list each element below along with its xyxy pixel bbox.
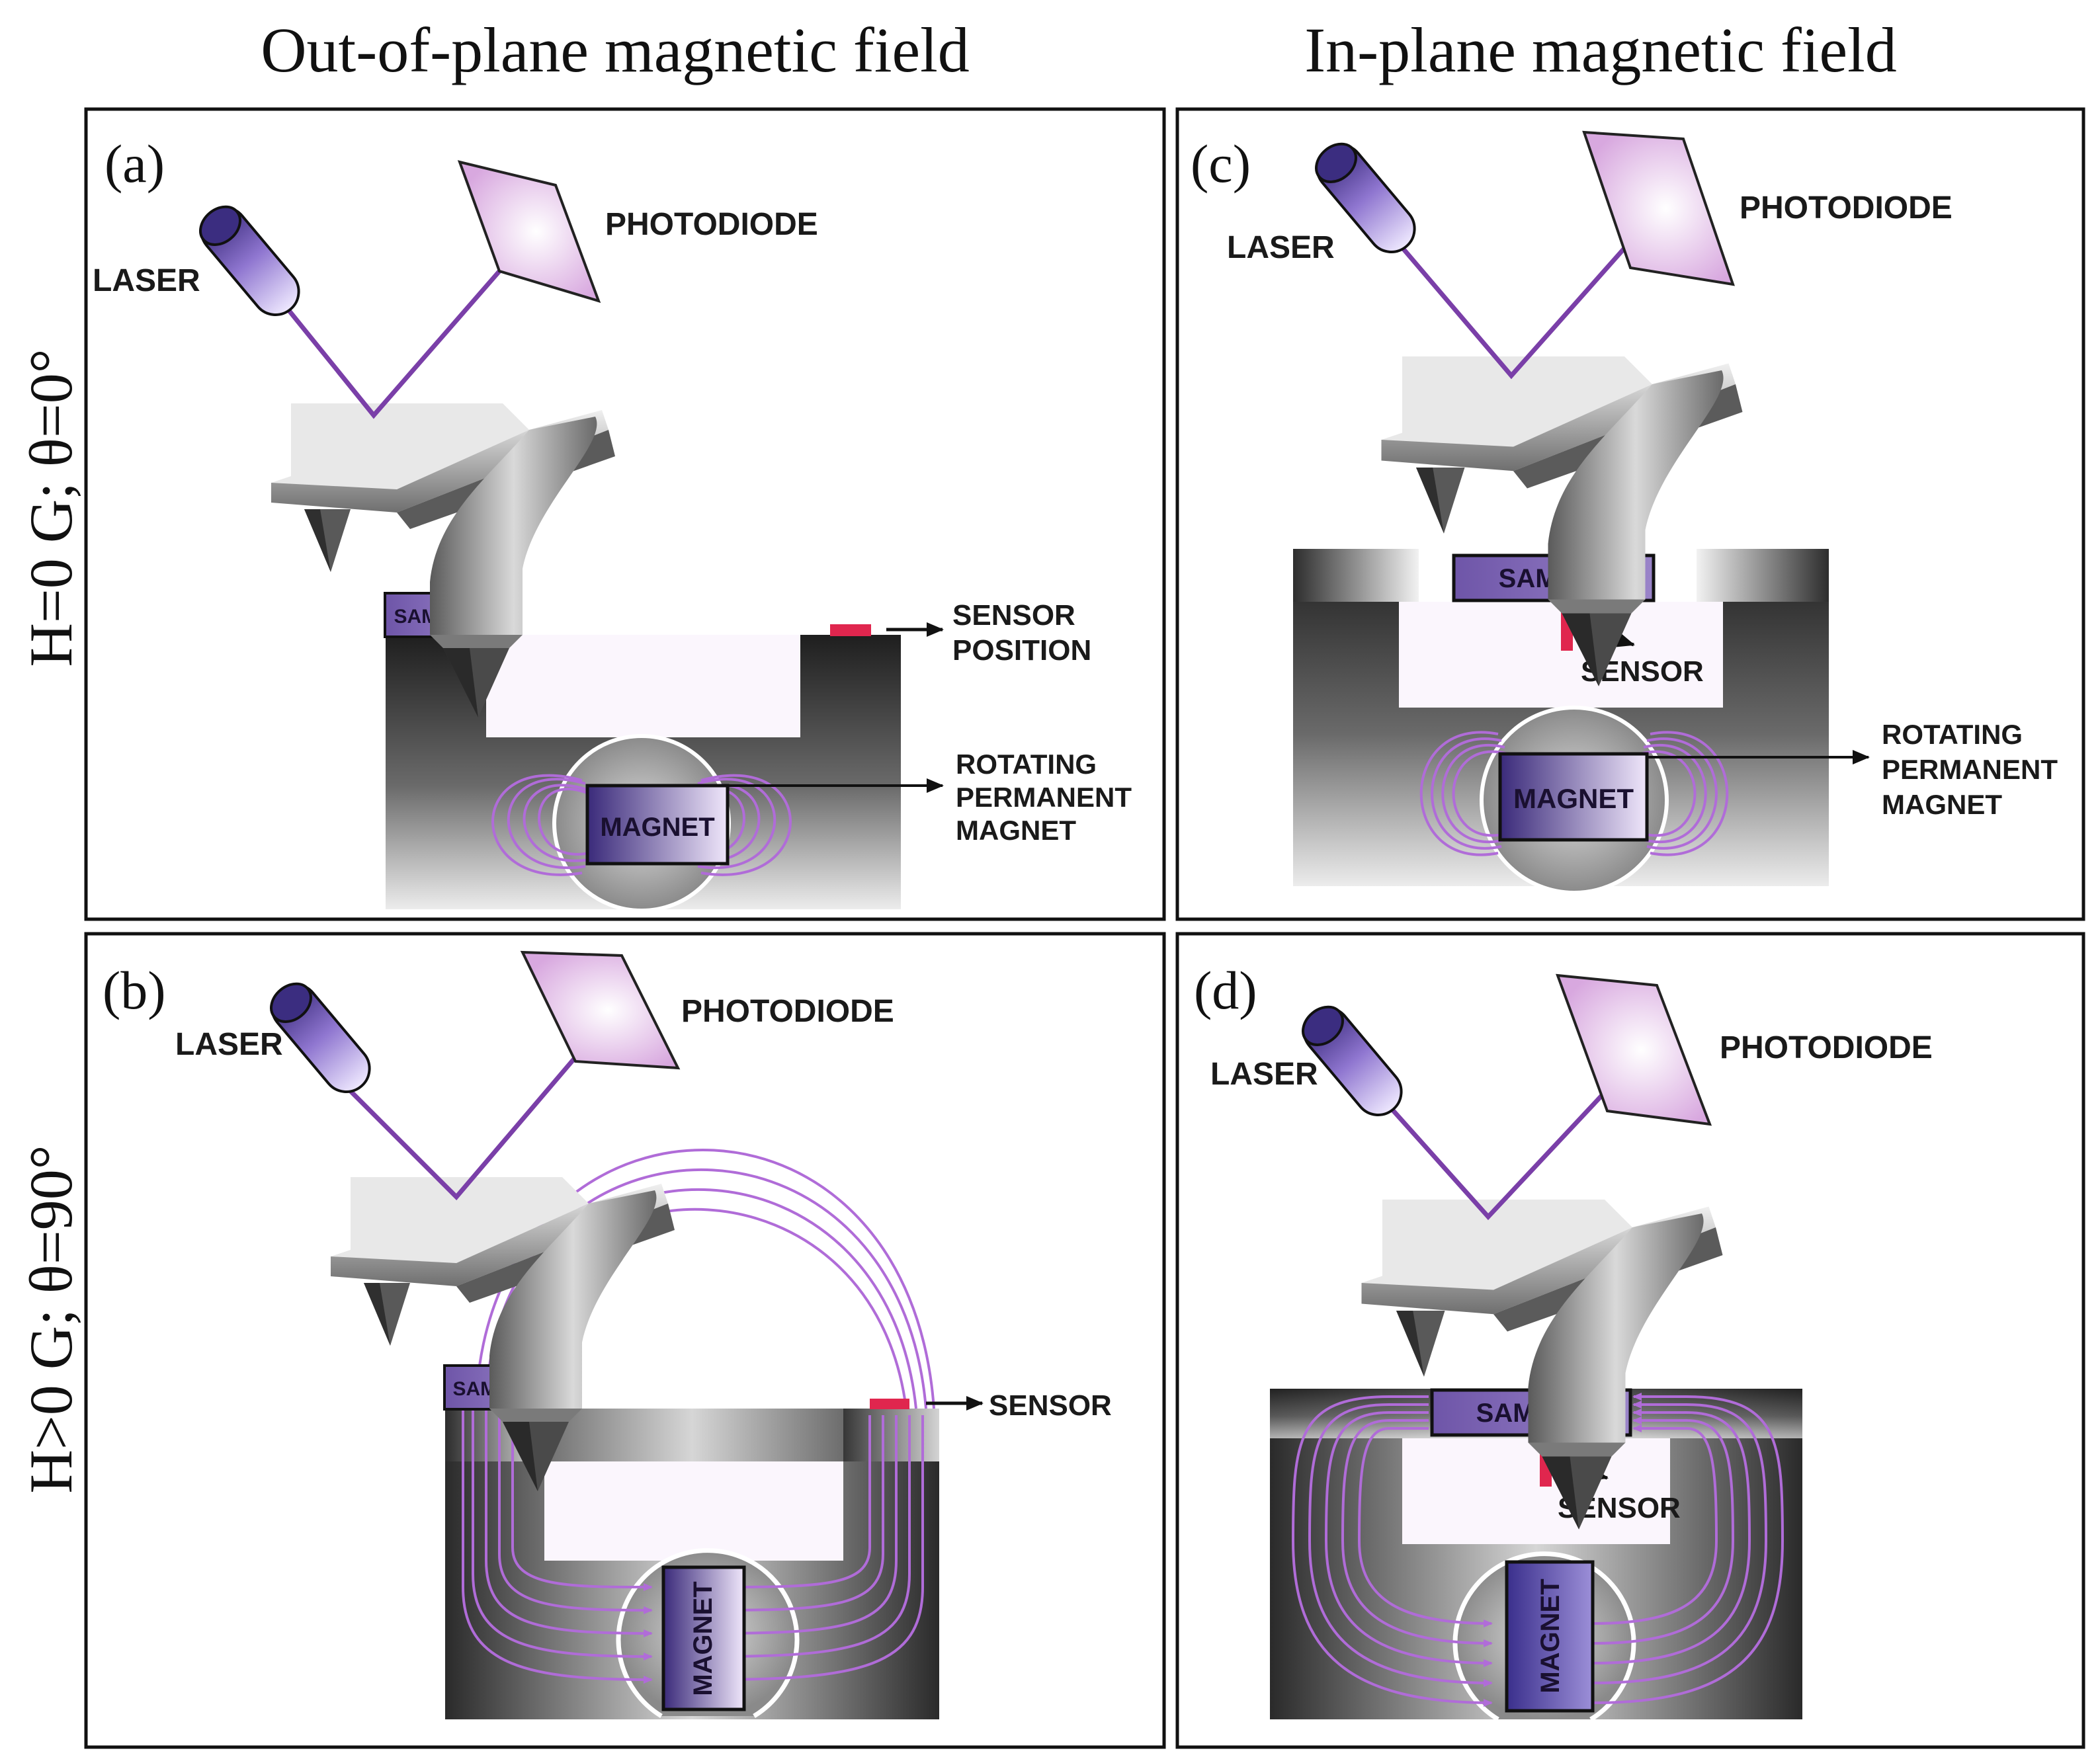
panel-a-magnet [585,784,730,866]
panel-c-field-lines [1419,731,1729,856]
column-header-right: In-plane magnetic field [1304,15,1897,85]
panel-c-laser-label: LASER [1227,230,1335,265]
panel-d-photodiode [1556,973,1712,1126]
panel-d-field-lines [1291,1393,1785,1707]
panel-a-sensor-label-1: SENSOR [952,599,1075,632]
panel-c-tag: (c) [1191,134,1251,194]
panel-b-photodiode-label: PHOTODIODE [681,994,894,1029]
panel-b-photodiode [520,950,681,1070]
panel-b-sensor-label: SENSOR [989,1389,1112,1422]
panel-b-sensor [870,1399,909,1409]
panel-d-holder-cavity [1402,1438,1670,1544]
panel-b-laser-beam [342,1016,610,1201]
panel-d-magnet [1505,1560,1595,1713]
panel-c-magnet-label: MAGNET [1513,783,1634,814]
row-header-top: H=0 G; θ=0° [17,348,85,667]
panel-b-magnet [661,1565,746,1711]
panel-a-holder-cavity [486,635,800,737]
panel-b-tag: (b) [103,960,166,1020]
panel-b: (b) MAGNET SAMPLE [84,932,1166,1749]
panel-a-laser-label: LASER [93,263,200,298]
panel-c-holder-right-rim [1697,549,1829,602]
panel-c-photodiode [1582,130,1735,286]
panel-c-rotating-2: PERMANENT [1882,754,2058,785]
panel-b-holder-right-rim [843,1409,939,1461]
panel-a-photodiode [457,160,601,304]
panel-a-photodiode-label: PHOTODIODE [605,207,818,242]
panel-c-photodiode-label: PHOTODIODE [1740,190,1953,226]
panel-a-laser-beam [271,243,525,419]
panel-b-magnet-label: MAGNET [689,1581,718,1696]
panel-d-magnet-label: MAGNET [1536,1578,1565,1693]
panel-d-laser-label: LASER [1210,1057,1318,1092]
panel-c-rotating-1: ROTATING [1882,719,2023,750]
panel-a-sensor [830,624,871,636]
row-header-bottom: H>0 G; θ=90° [17,1145,85,1493]
panel-a-rotating-3: MAGNET [956,815,1076,846]
panel-c-rotating-3: MAGNET [1882,789,2002,820]
panel-b-holder-cavity [544,1461,843,1561]
panel-d-photodiode-label: PHOTODIODE [1720,1030,1933,1065]
panel-d-laser-beam [1374,1059,1636,1221]
panel-c-holder-left-rim [1293,549,1419,602]
panel-a-rotating-2: PERMANENT [956,782,1132,813]
panel-c: (c) MAGNET SAMPLE SENSOR ROTATING PERMAN [1175,107,2085,921]
panel-a-rotating-1: ROTATING [956,749,1097,780]
panel-d: (d) MAGNET SAMPLE SENSOR [1175,932,2085,1749]
panel-a-sensor-label-2: POSITION [952,634,1091,667]
panel-a-magnet-label: MAGNET [600,813,714,842]
panel-a: (a) MAGNET SAMPLE SENSOR POSITION ROTATI [84,107,1166,921]
panel-c-magnet [1498,752,1649,842]
panel-b-laser-label: LASER [175,1027,283,1062]
column-header-left: Out-of-plane magnetic field [261,15,970,85]
panel-a-tag: (a) [105,134,165,194]
panel-c-laser-beam [1384,210,1659,380]
panel-d-tag: (d) [1194,960,1257,1020]
